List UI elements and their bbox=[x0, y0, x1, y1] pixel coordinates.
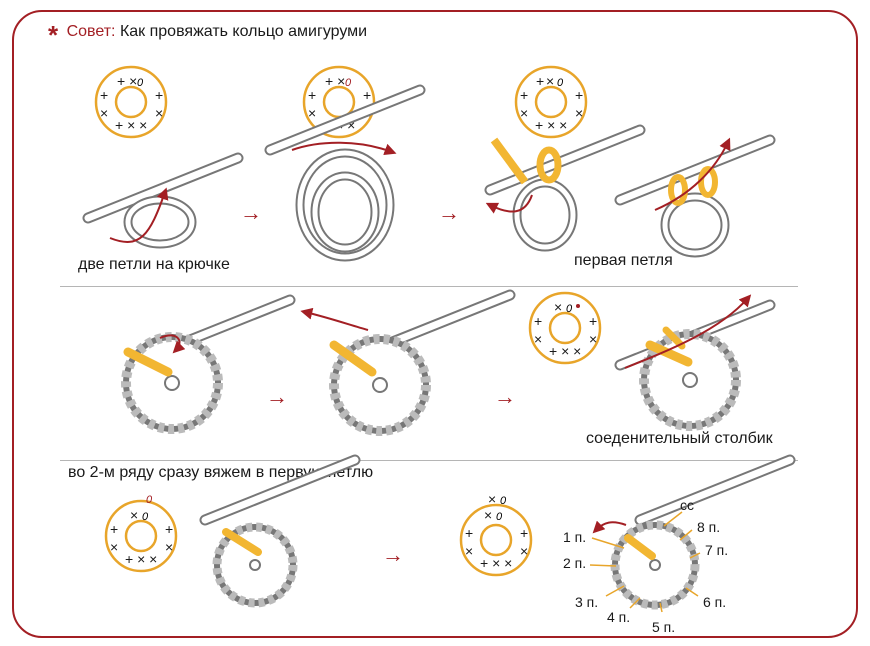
stitch-label: 4 п. bbox=[607, 609, 630, 625]
svg-text:+: + bbox=[465, 525, 473, 541]
svg-text:+: + bbox=[363, 87, 371, 103]
svg-text:×: × bbox=[155, 105, 163, 121]
zero-label: 0 bbox=[557, 77, 564, 89]
stitch-label: 3 п. bbox=[575, 594, 598, 610]
svg-text:×: × bbox=[165, 539, 173, 555]
stitch-label: 6 п. bbox=[703, 594, 726, 610]
stitch-label: 2 п. bbox=[563, 555, 586, 571]
step-two-loops bbox=[88, 158, 238, 249]
caption-first-loop: первая петля bbox=[574, 252, 673, 269]
svg-text:+ × ×: + × × bbox=[115, 117, 147, 133]
chart-circle-5: 0 × 0 + + × × + × × bbox=[104, 494, 178, 573]
svg-text:+: + bbox=[110, 521, 118, 537]
arrow-icon: → bbox=[266, 384, 288, 409]
svg-text:+: + bbox=[100, 87, 108, 103]
svg-text:+: + bbox=[308, 87, 316, 103]
step-slip-stitch bbox=[620, 294, 770, 431]
arrow-icon: → bbox=[438, 200, 460, 225]
zero-label-red: 0 bbox=[345, 77, 352, 89]
svg-text:+ × ×: + × × bbox=[549, 343, 581, 359]
step-yarn-over bbox=[490, 130, 640, 252]
svg-text:+: + bbox=[534, 313, 542, 329]
stitch-label: 5 п. bbox=[652, 619, 675, 635]
svg-text:+: + bbox=[155, 87, 163, 103]
svg-text:+ ×: + × bbox=[325, 73, 345, 89]
zero-label: 0 bbox=[137, 77, 144, 89]
svg-text:+ × ×: + × × bbox=[480, 555, 512, 571]
svg-text:+ ×: + × bbox=[117, 73, 137, 89]
chart-circle-6: × 0 × 0 + + × × + × × bbox=[459, 491, 533, 577]
asterisk-icon: * bbox=[48, 20, 59, 50]
step-row2-first-loop bbox=[205, 460, 355, 608]
svg-text:×: × bbox=[110, 539, 118, 555]
zero-label: 0 bbox=[142, 511, 149, 523]
caption-slip-stitch: соеденительный столбик bbox=[586, 430, 773, 447]
stitch-label: сс bbox=[680, 497, 694, 513]
arrow-icon: → bbox=[494, 384, 516, 409]
svg-text:×: × bbox=[520, 543, 528, 559]
page-title: * Совет: Как провяжать кольцо амигуруми bbox=[48, 20, 367, 51]
step-pull-through bbox=[121, 300, 290, 434]
caption-two-loops: две петли на крючке bbox=[78, 256, 230, 273]
arrow-icon: → bbox=[382, 542, 404, 567]
zero-label: 0 bbox=[500, 495, 507, 507]
zero-label: 0 bbox=[566, 303, 573, 315]
svg-text:×: × bbox=[534, 331, 542, 347]
svg-text:×: × bbox=[488, 491, 496, 507]
step-draw-up bbox=[300, 295, 510, 436]
zero-label-red: 0 bbox=[146, 494, 153, 506]
step-loop-wrap bbox=[270, 90, 420, 262]
svg-text:+ × ×: + × × bbox=[535, 117, 567, 133]
step-first-loop bbox=[620, 140, 770, 258]
svg-text:×: × bbox=[554, 299, 562, 315]
chart-circle-3: + × 0 + + × × + × × bbox=[514, 65, 588, 139]
svg-text:×: × bbox=[100, 105, 108, 121]
zero-label: 0 bbox=[496, 511, 503, 523]
tip-frame bbox=[12, 10, 858, 638]
svg-text:+: + bbox=[165, 521, 173, 537]
chart-circle-4: × 0 + + × × + × × bbox=[528, 291, 602, 365]
svg-text:×: × bbox=[130, 507, 138, 523]
svg-text:×: × bbox=[575, 105, 583, 121]
stitch-label: 7 п. bbox=[705, 542, 728, 558]
svg-text:+: + bbox=[520, 525, 528, 541]
svg-text:×: × bbox=[589, 331, 597, 347]
svg-text:×: × bbox=[484, 507, 492, 523]
svg-text:+: + bbox=[575, 87, 583, 103]
divider-top bbox=[60, 286, 798, 287]
svg-text:+ × ×: + × × bbox=[125, 551, 157, 567]
tip-label: Совет: bbox=[66, 23, 116, 40]
stitch-label: 8 п. bbox=[697, 519, 720, 535]
arrow-icon: → bbox=[240, 200, 262, 225]
svg-text:×: × bbox=[520, 105, 528, 121]
step-row2-final bbox=[589, 460, 790, 613]
svg-text:+: + bbox=[520, 87, 528, 103]
svg-text:×: × bbox=[465, 543, 473, 559]
svg-text:+: + bbox=[589, 313, 597, 329]
svg-text:×: × bbox=[308, 105, 316, 121]
divider-bottom bbox=[60, 460, 798, 461]
stitch-label: 1 п. bbox=[563, 529, 586, 545]
svg-text:×: × bbox=[546, 73, 554, 89]
caption-row2-note: во 2-м ряду сразу вяжем в первую петлю bbox=[68, 464, 374, 481]
chart-circle-1: + × 0 + + × × + × × bbox=[94, 65, 168, 139]
svg-text:+: + bbox=[536, 73, 544, 89]
title-text: Как провяжать кольцо амигуруми bbox=[119, 23, 368, 40]
